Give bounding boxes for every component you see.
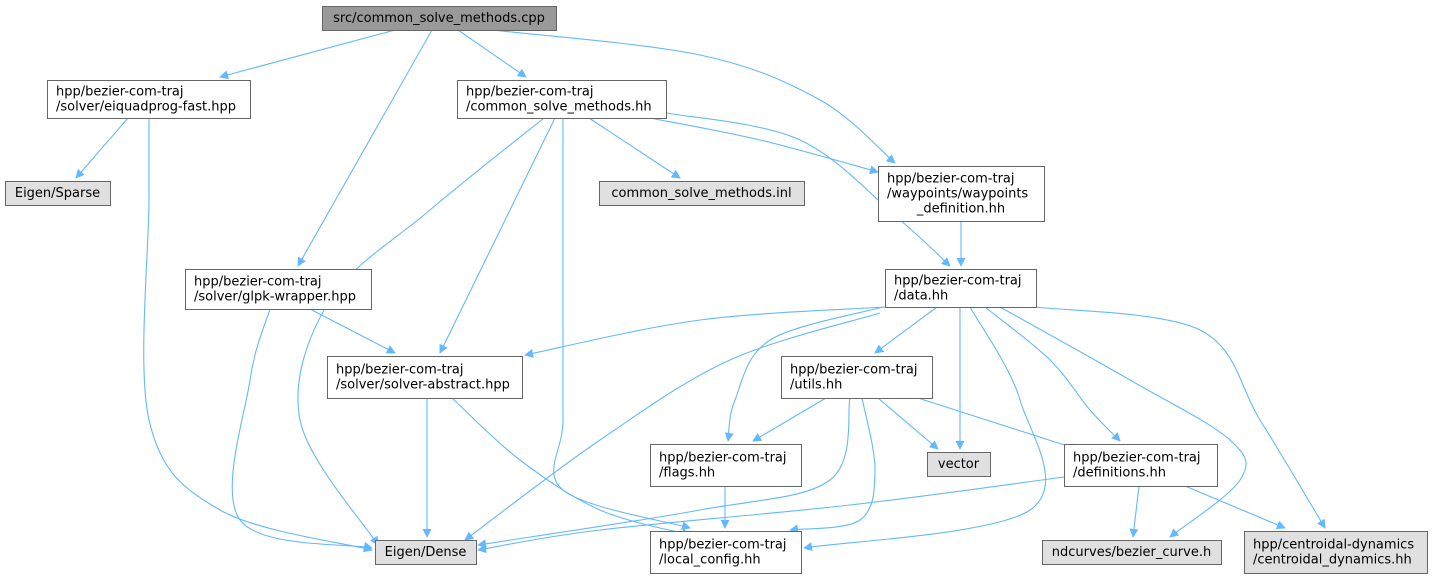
edge-data_hh-to-utils_hh [874,306,938,354]
node-vector[interactable]: vector [927,452,991,477]
node-box [1064,444,1218,487]
node-label-line: /solver/solver-abstract.hpp [336,378,510,393]
edge-definitions_hh-to-bezier_curve [1129,485,1140,538]
edge-root-to-csm_hh [457,29,527,78]
node-root[interactable]: src/common_solve_methods.cpp [322,6,557,31]
node-label-line: Eigen/Dense [385,545,467,560]
edge-utils_hh-to-flags_hh [752,397,827,442]
node-label-line: hpp/centroidal-dynamics [1253,538,1414,553]
node-csm-inl[interactable]: common_solve_methods.inl [599,181,805,206]
node-box [322,6,557,31]
node-box [5,181,111,206]
edge-utils_hh-to-vector [877,397,939,450]
edge-utils_hh-to-local_config [789,397,876,534]
node-label-line: hpp/bezier-com-traj [466,85,594,100]
edge-glpk-to-solver_abstract [309,308,396,354]
node-label-line: /common_solve_methods.hh [466,100,652,115]
edge-csm_hh-to-solver_abstract [439,117,556,354]
node-label-line: /utils.hh [790,378,842,393]
node-csm-hh[interactable]: hpp/bezier-com-traj/common_solve_methods… [457,80,667,119]
node-flags-hh[interactable]: hpp/bezier-com-traj/flags.hh [650,444,802,487]
node-box [885,269,1037,308]
node-box [878,166,1045,222]
edge-data_hh-to-definitions_hh [984,306,1121,442]
node-label-line: hpp/bezier-com-traj [790,363,918,378]
node-label-line: Eigen/Sparse [15,186,100,201]
node-box [599,181,805,206]
node-label-line: _definition.hh [916,202,1005,217]
node-label-line: /centroidal_dynamics.hh [1253,553,1412,568]
node-local-config[interactable]: hpp/bezier-com-traj/local_config.hh [650,531,802,574]
edge-data_hh-to-local_config [803,306,1047,552]
node-label-line: /waypoints/waypoints [887,187,1028,202]
edge-csm_hh-to-csm_inl [588,117,681,179]
node-eiquadprog[interactable]: hpp/bezier-com-traj/solver/eiquadprog-fa… [47,80,251,119]
edge-data_hh-to-solver_abstract [524,306,886,358]
node-box [650,531,802,574]
node-box [781,356,933,399]
edge-data_hh-to-centroidal [1034,306,1326,529]
nodes-layer: src/common_solve_methods.cpp hpp/bezier-c… [5,6,1428,574]
edge-definitions_hh-to-eigen_dense [477,476,1065,554]
edge-csm_hh-to-waypoints [649,117,879,175]
edge-csm_hh-to-data_hh [666,112,951,267]
node-eigen-sparse[interactable]: Eigen/Sparse [5,181,111,206]
edge-utils_hh-to-definitions_hh [917,397,1081,452]
node-box [47,80,251,119]
edge-eiquadprog-to-eigen_dense [143,117,373,553]
node-centroidal[interactable]: hpp/centroidal-dynamics/centroidal_dynam… [1244,531,1428,574]
node-box [927,452,991,477]
edge-data_hh-to-flags_hh [724,306,884,442]
node-definitions-hh[interactable]: hpp/bezier-com-traj/definitions.hh [1064,444,1218,487]
node-label-line: /definitions.hh [1073,466,1166,481]
edge-data_hh-to-eigen_dense [464,312,881,541]
edge-root-to-waypoints [491,29,896,164]
node-glpk[interactable]: hpp/bezier-com-traj/solver/glpk-wrapper.… [185,269,372,310]
node-label-line: common_solve_methods.inl [611,186,791,201]
node-label-line: hpp/bezier-com-traj [336,363,464,378]
node-data-hh[interactable]: hpp/bezier-com-traj/data.hh [885,269,1037,308]
edge-data_hh-to-bezier_curve [999,306,1247,538]
node-box [457,80,667,119]
node-waypoints[interactable]: hpp/bezier-com-traj/waypoints/waypoints_… [878,166,1045,222]
node-utils-hh[interactable]: hpp/bezier-com-traj/utils.hh [781,356,933,399]
node-box [375,540,477,565]
edge-utils_hh-to-eigen_dense [477,397,851,549]
edge-glpk-to-eigen_dense [231,308,373,551]
node-box [327,356,523,399]
node-label-line: ndcurves/bezier_curve.h [1052,545,1211,560]
node-eigen-dense[interactable]: Eigen/Dense [375,540,477,565]
node-label-line: /local_config.hh [659,553,761,568]
node-box [650,444,802,487]
edge-root-to-eiquadprog [219,29,396,80]
node-label-line: src/common_solve_methods.cpp [333,11,545,26]
node-label-line: hpp/bezier-com-traj [894,274,1022,289]
edge-definitions_hh-to-centroidal [1184,485,1286,530]
node-label-line: /data.hh [894,289,948,304]
node-label-line: hpp/bezier-com-traj [659,451,787,466]
node-bezier-curve[interactable]: ndcurves/bezier_curve.h [1042,540,1222,565]
node-solver-abstract[interactable]: hpp/bezier-com-traj/solver/solver-abstra… [327,356,523,399]
node-box [185,269,372,310]
edge-csm_hh-to-eigen_dense [297,117,545,546]
node-label-line: /flags.hh [659,466,715,481]
node-label-line: hpp/bezier-com-traj [1073,451,1201,466]
node-box [1244,531,1428,574]
edges-layer [75,29,1326,554]
node-label-line: /solver/glpk-wrapper.hpp [194,290,356,305]
node-box [1042,540,1222,565]
edge-csm_hh-to-local_config [553,117,691,530]
node-label-line: hpp/bezier-com-traj [194,275,322,290]
edge-solver_abstract-to-local_config [451,397,691,538]
node-label-line: hpp/bezier-com-traj [56,85,184,100]
edge-eiquadprog-to-eigen_sparse [75,117,129,179]
node-label-line: hpp/bezier-com-traj [887,172,1015,187]
node-label-line: vector [938,457,980,472]
node-label-line: hpp/bezier-com-traj [659,538,787,553]
node-label-line: /solver/eiquadprog-fast.hpp [56,100,236,115]
edge-root-to-glpk [297,29,433,267]
